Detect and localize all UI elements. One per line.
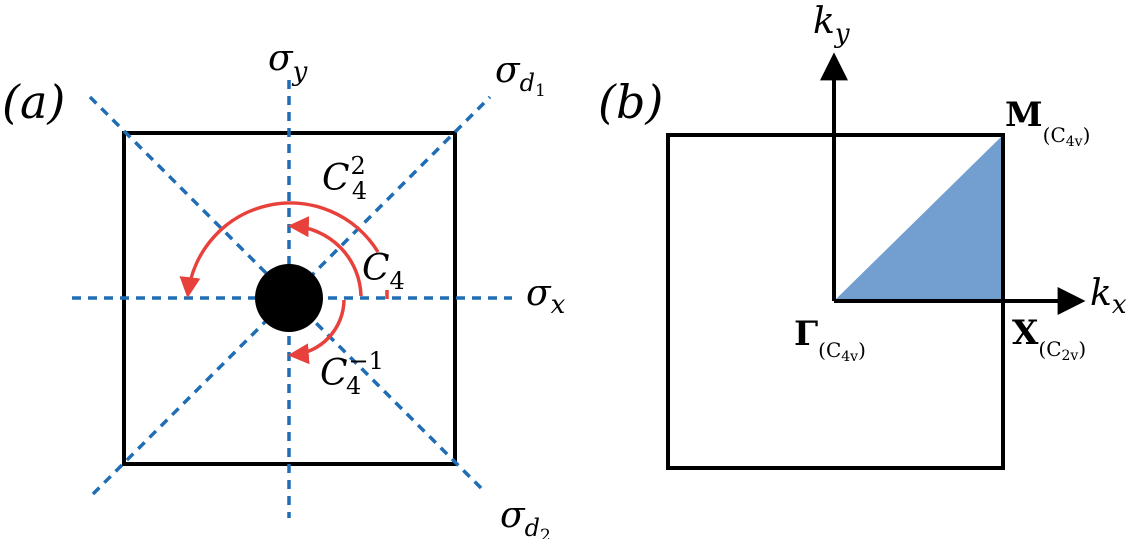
panel-a-label: (a) [2,75,65,129]
label-kx: kx [1090,273,1127,320]
panel-b-label: (b) [598,75,663,129]
label-gamma-point: Γ(C4v) [794,314,866,365]
c4-arrow [287,216,363,297]
panel-b: (b) ky kx Γ(C4v) X(C2v) M(C4v) [598,1,1127,470]
label-x-point: X(C2v) [1012,313,1086,364]
irreducible-wedge [834,135,1003,301]
label-ky: ky [813,1,850,49]
c4-inverse-arrow [287,299,346,365]
central-atom [255,264,323,332]
label-sigma-d1: σd1 [495,50,546,101]
label-sigma-x: σx [526,273,566,320]
label-c4: C4 [362,248,405,295]
c4-squared-arrow [179,201,380,299]
label-sigma-y: σy [268,38,308,87]
label-sigma-d2: σd2 [500,495,551,539]
label-m-point: M(C4v) [1005,95,1090,150]
